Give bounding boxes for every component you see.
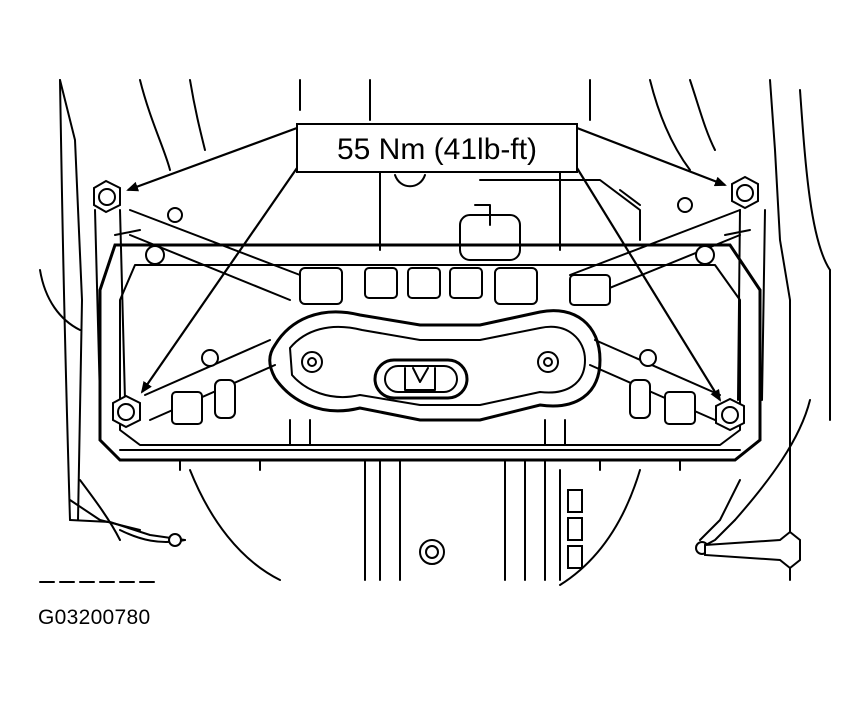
torque-callout: 55 Nm (41lb-ft) (296, 123, 578, 173)
upper-bracket (394, 174, 641, 261)
leader-bottom-right (576, 167, 722, 402)
background-frame (39, 79, 831, 586)
side-legs (94, 209, 766, 401)
leader-top-right (576, 126, 727, 187)
crossmember (98, 197, 762, 471)
bolt-top-right (731, 175, 759, 210)
transmission-column (364, 459, 583, 581)
bolt-top-left (93, 179, 121, 214)
bolt-bottom-left (112, 394, 141, 429)
torque-label: 55 Nm (41lb-ft) (337, 133, 537, 166)
figure-id: G03200780 (38, 606, 151, 629)
lower-brackets (69, 399, 811, 570)
leader-bottom-left (140, 167, 298, 394)
leader-top-left (126, 126, 298, 192)
callout-leaders (126, 126, 727, 402)
bolt-bottom-right (715, 397, 745, 432)
